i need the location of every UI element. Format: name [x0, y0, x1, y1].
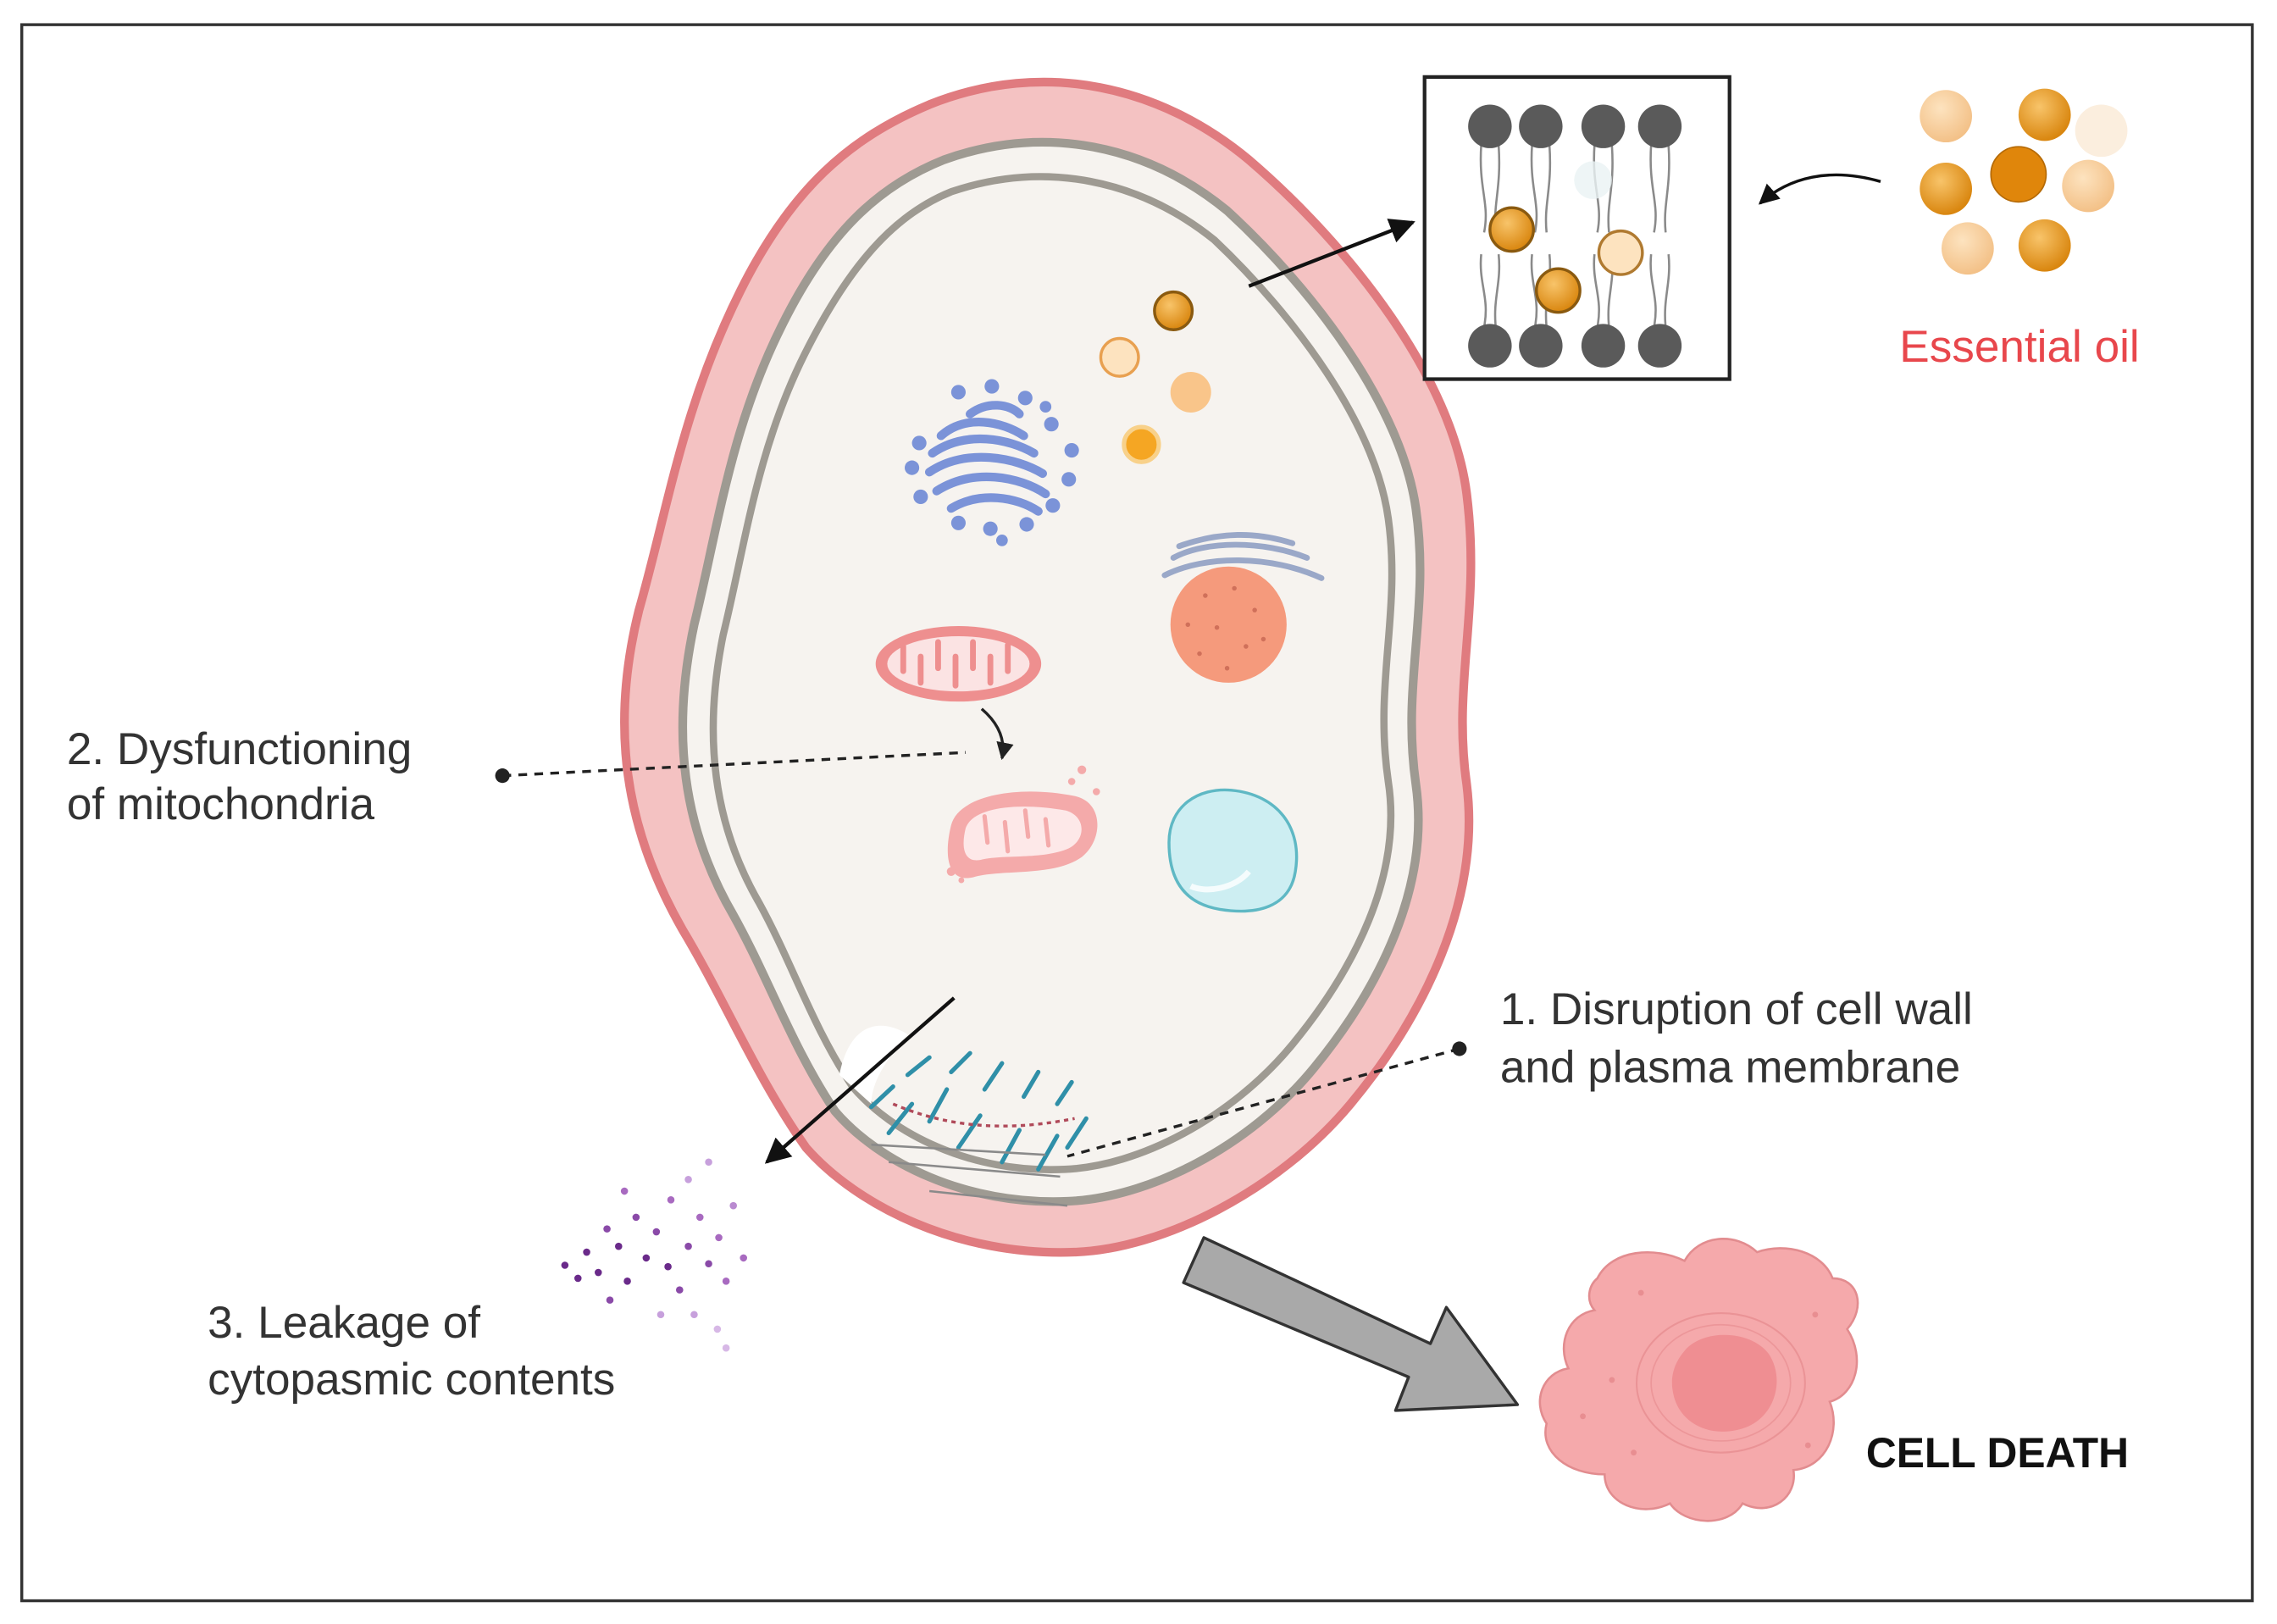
label-step2-line2: of mitochondria: [67, 779, 375, 829]
plasma-membrane: [709, 173, 1396, 1173]
lipid-bilayer-inset: [1422, 75, 1731, 381]
inset-oil-molecules: [1488, 161, 1644, 314]
bacterial-cell: [620, 77, 1476, 1257]
step2-leader-line: [495, 751, 967, 784]
label-step3-line2: cytopasmic contents: [208, 1355, 615, 1405]
membrane-zoom-arrow: [1248, 219, 1416, 288]
essential-oil-droplets: [1920, 88, 2128, 275]
label-step1-line2: and plasma membrane: [1500, 1042, 1960, 1092]
lipid-heads: [1468, 104, 1682, 368]
leakage-arrow: [764, 996, 956, 1164]
mitochondrion-healthy: [875, 626, 1042, 702]
nucleus: [1161, 531, 1325, 683]
label-step3-line1: 3. Leakage of: [208, 1298, 480, 1348]
golgi-apparatus: [905, 379, 1079, 546]
intracellular-oil-droplets: [1099, 290, 1211, 464]
label-step1-line1: 1. Disruption of cell wall: [1500, 984, 1973, 1034]
mitochondrion-damaged: [946, 765, 1100, 884]
step1-leader-line: [1066, 1041, 1467, 1158]
endoplasmic-reticulum: [1161, 531, 1325, 581]
dead-cell: [1538, 1238, 1859, 1522]
mitochondria-transition-arrow: [980, 707, 1014, 761]
vacuole: [1167, 788, 1299, 913]
cell-death-label: CELL DEATH: [1866, 1429, 2129, 1477]
outcome-arrow: [1182, 1236, 1520, 1412]
label-step2-line1: 2. Dysfunctioning: [67, 724, 412, 774]
oil-to-membrane-arrow: [1758, 173, 1881, 205]
leaked-contents: [561, 1158, 747, 1352]
disrupted-membrane: [839, 1025, 1089, 1207]
essential-oil-label: Essential oil: [1899, 322, 2139, 372]
